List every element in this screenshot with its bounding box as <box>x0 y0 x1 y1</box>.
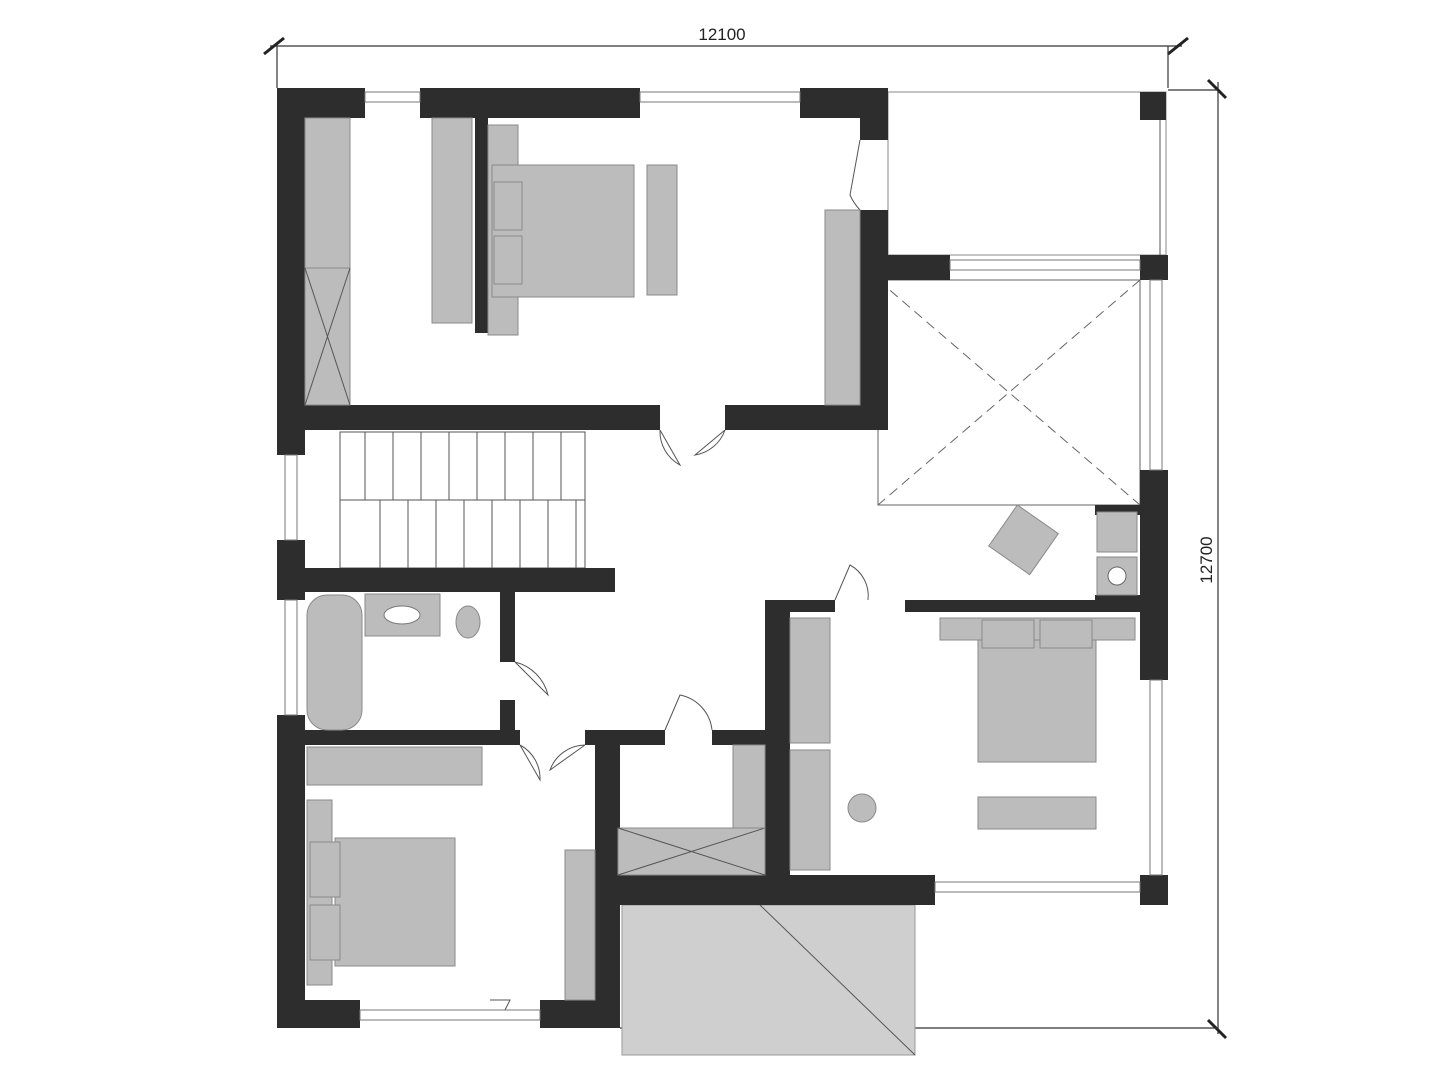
dresser <box>646 164 678 296</box>
bathroom-fixtures <box>306 593 481 731</box>
desk <box>789 749 831 871</box>
bench <box>977 796 1097 830</box>
width-dimension: 12100 <box>263 25 1189 88</box>
bed <box>334 837 456 967</box>
toilet <box>455 605 481 639</box>
closet <box>617 744 766 876</box>
windows <box>284 91 1163 1021</box>
doors <box>490 139 869 1011</box>
terrace <box>621 904 916 1056</box>
bedroom-1-furniture <box>304 117 861 406</box>
wardrobe <box>306 746 483 786</box>
walls <box>277 88 1168 1028</box>
skylight-void <box>877 279 1141 506</box>
staircase <box>339 431 586 569</box>
boiler <box>1096 556 1138 596</box>
cabinet <box>1096 511 1138 553</box>
balcony <box>887 91 1167 256</box>
bedroom-2-furniture <box>306 746 596 1001</box>
armchair <box>988 504 1060 576</box>
wardrobe <box>789 617 831 744</box>
bed <box>977 639 1097 763</box>
wardrobe <box>304 117 351 269</box>
bathtub <box>306 594 363 731</box>
dresser <box>564 849 596 1001</box>
width-dimension-label: 12100 <box>698 25 745 44</box>
bedroom-3-furniture <box>789 504 1138 871</box>
chair <box>847 793 877 823</box>
height-dimension-label: 12700 <box>1197 536 1216 583</box>
headboard <box>939 617 1136 641</box>
wardrobe <box>431 117 473 324</box>
desk <box>824 209 861 406</box>
